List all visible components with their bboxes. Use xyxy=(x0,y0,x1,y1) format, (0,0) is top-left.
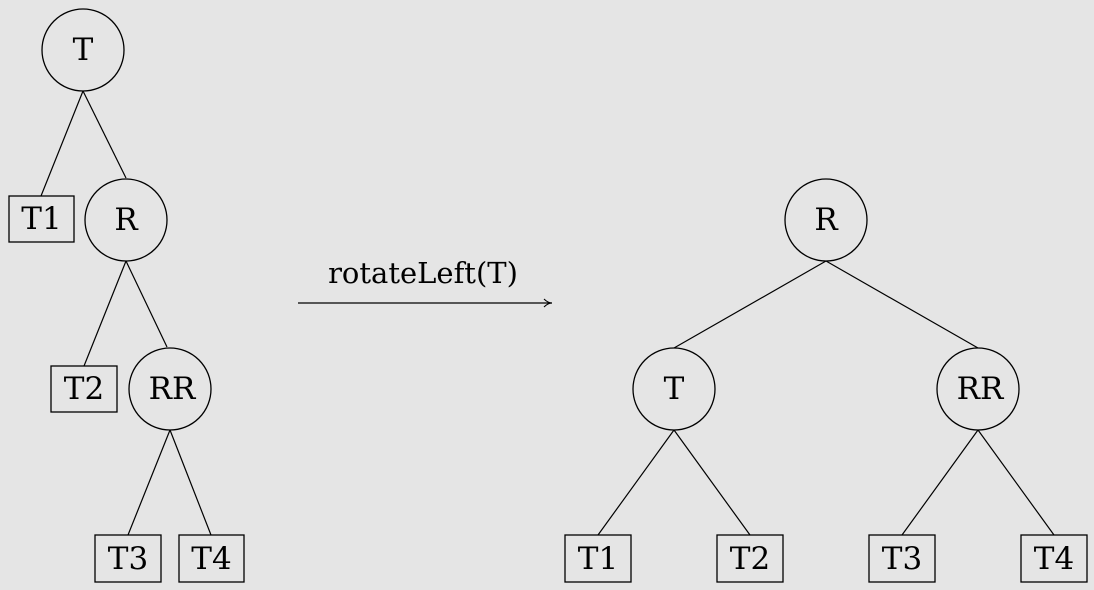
rotation-operation: rotateLeft(T) xyxy=(298,256,553,308)
after-node-rr-label: RR xyxy=(957,371,1005,407)
after-leaf-t1: T1 xyxy=(564,534,632,583)
edge-rr-t4 xyxy=(169,429,212,536)
before-node-rr-label: RR xyxy=(149,371,197,407)
after-leaf-t2: T2 xyxy=(716,534,784,583)
before-node-t: T xyxy=(41,8,125,92)
edge-t-t2 xyxy=(673,429,751,536)
after-node-t: T xyxy=(632,347,716,431)
before-leaf-t1: T1 xyxy=(8,195,75,243)
before-leaf-t2: T2 xyxy=(50,365,118,413)
before-tree: T T1 R T2 RR T3 T4 xyxy=(8,8,245,583)
edge-rr-t3 xyxy=(901,429,979,536)
after-leaf-t3-label: T3 xyxy=(882,541,922,577)
operation-label: rotateLeft(T) xyxy=(328,256,518,290)
before-leaf-t4: T4 xyxy=(178,534,245,583)
before-node-r-label: R xyxy=(114,202,139,238)
edge-rr-t3 xyxy=(127,429,171,536)
after-leaf-t3: T3 xyxy=(868,534,936,583)
before-leaf-t3: T3 xyxy=(94,534,162,583)
before-leaf-t1-label: T1 xyxy=(21,201,61,237)
after-node-r: R xyxy=(784,178,868,262)
before-leaf-t4-label: T4 xyxy=(191,541,231,577)
after-node-t-label: T xyxy=(664,371,685,407)
edge-t-t1 xyxy=(40,90,84,197)
after-leaf-t4-label: T4 xyxy=(1034,541,1074,577)
before-leaf-t2-label: T2 xyxy=(64,371,104,407)
edge-r-rr xyxy=(125,260,168,348)
after-leaf-t1-label: T1 xyxy=(578,541,618,577)
edge-t-r xyxy=(82,90,127,179)
after-tree: R T RR T1 T2 T3 T4 xyxy=(564,178,1088,583)
before-leaf-t3-label: T3 xyxy=(108,541,148,577)
edge-r-t xyxy=(673,260,827,349)
edge-r-rr xyxy=(825,260,979,349)
after-leaf-t2-label: T2 xyxy=(730,541,770,577)
after-leaf-t4: T4 xyxy=(1020,534,1088,583)
before-node-t-label: T xyxy=(73,32,94,68)
before-node-rr: RR xyxy=(128,347,212,431)
edge-t-t1 xyxy=(597,429,675,536)
before-node-r: R xyxy=(84,178,168,262)
edge-rr-t4 xyxy=(977,429,1055,536)
after-node-r-label: R xyxy=(814,202,839,238)
after-node-rr: RR xyxy=(936,347,1020,431)
edge-r-t2 xyxy=(83,260,127,367)
